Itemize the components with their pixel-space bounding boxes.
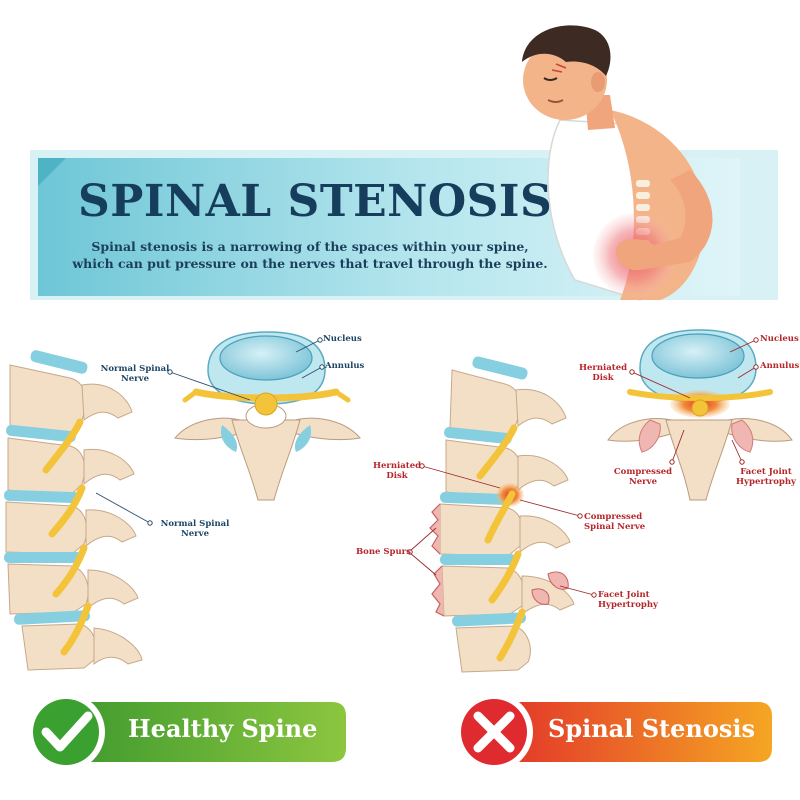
spinal-stenosis-badge [455,693,772,771]
cross-icon [473,711,515,753]
healthy-spine-side-view [3,350,143,671]
healthy-spine-badge [27,693,346,771]
label-nucleus-healthy: Nucleus [323,334,362,344]
label-nucleus-stenosis: Nucleus [760,334,799,344]
healthy-spine-label: Healthy Spine [128,714,318,743]
label-facet-joint-hypertrophy-side: Facet Joint Hypertrophy [598,590,658,610]
label-bone-spurs: Bone Spurs [356,547,411,557]
label-normal-spinal-nerve-side: Normal Spinal Nerve [160,519,230,539]
label-facet-joint-hypertrophy-top: Facet Joint Hypertrophy [736,467,796,487]
label-normal-spinal-nerve-top: Normal Spinal Nerve [100,364,170,384]
page-title: SPINAL STENOSIS [78,176,553,227]
label-annulus-stenosis: Annulus [760,361,800,371]
label-herniated-disk-side: Herniated Disk [372,461,422,481]
spinal-stenosis-label: Spinal Stenosis [548,714,755,743]
leader-lines-stenosis [409,339,757,596]
leader-lines [95,339,323,524]
stenosis-vertebra-top-view [607,329,793,501]
label-herniated-disk-top: Herniated Disk [578,363,628,383]
label-annulus-healthy: Annulus [325,361,365,371]
label-compressed-spinal-nerve: Compressed Spinal Nerve [584,512,646,532]
leader-dots-stenosis [407,337,759,598]
label-compressed-nerve: Compressed Nerve [613,467,673,487]
leader-dots [147,337,325,526]
healthy-vertebra-top-view [174,331,361,501]
banner-description: Spinal stenosis is a narrowing of the sp… [72,239,548,271]
stenosis-spine-side-view [429,356,575,673]
person-with-back-pain-illustration [522,25,713,301]
check-icon [41,711,93,752]
